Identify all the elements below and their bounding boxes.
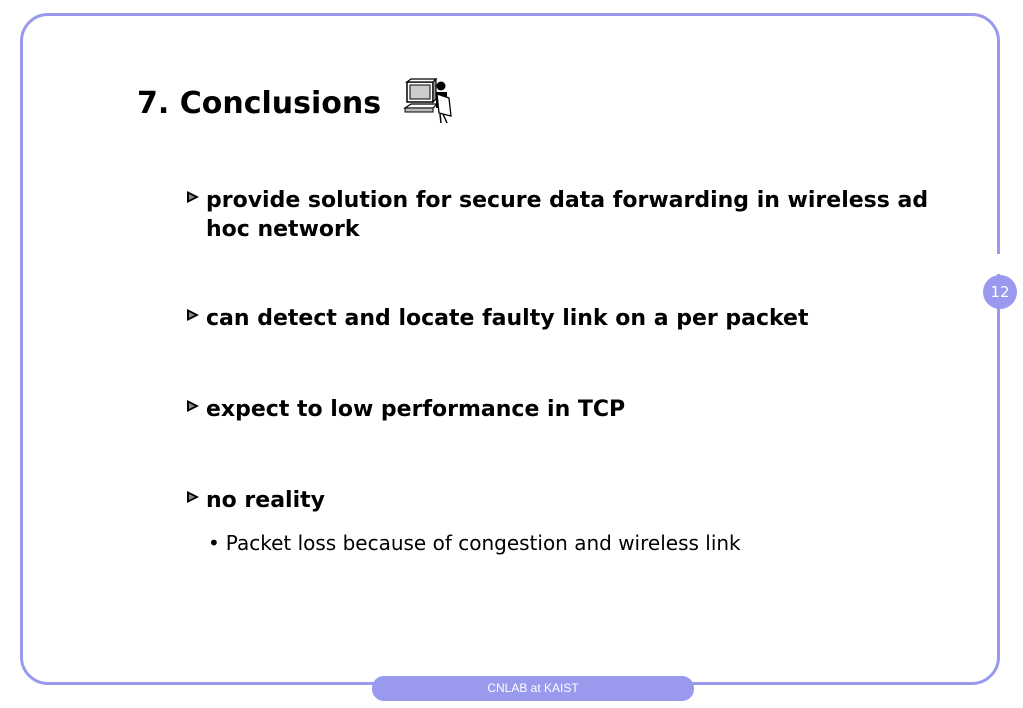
person-at-computer-icon xyxy=(403,78,452,124)
triangle-bullet-icon xyxy=(187,309,199,321)
slide-title: 7. Conclusions xyxy=(137,85,382,121)
bullet-text: can detect and locate faulty link on a p… xyxy=(206,306,809,331)
bullet-text: provide solution for secure data forward… xyxy=(206,188,929,242)
triangle-bullet-icon xyxy=(187,191,199,203)
bullet-item: no reality xyxy=(186,486,946,515)
title-row: 7. Conclusions xyxy=(137,78,453,128)
footer-bar: CNLAB at KAIST xyxy=(372,676,694,701)
dot-bullet-icon: • xyxy=(208,531,220,555)
sub-bullet-text: Packet loss because of congestion and wi… xyxy=(225,531,741,555)
bullet-text: expect to low performance in TCP xyxy=(206,397,626,422)
bullet-text: no reality xyxy=(206,488,325,513)
frame-gap xyxy=(994,254,1004,274)
page-number: 12 xyxy=(983,275,1017,309)
bullet-item: can detect and locate faulty link on a p… xyxy=(186,304,946,333)
slide-frame xyxy=(20,13,1000,685)
triangle-bullet-icon xyxy=(187,491,199,503)
bullet-item: provide solution for secure data forward… xyxy=(186,186,946,244)
sub-bullet-item: • Packet loss because of congestion and … xyxy=(208,531,741,555)
triangle-bullet-icon xyxy=(187,400,199,412)
bullet-item: expect to low performance in TCP xyxy=(186,395,946,424)
